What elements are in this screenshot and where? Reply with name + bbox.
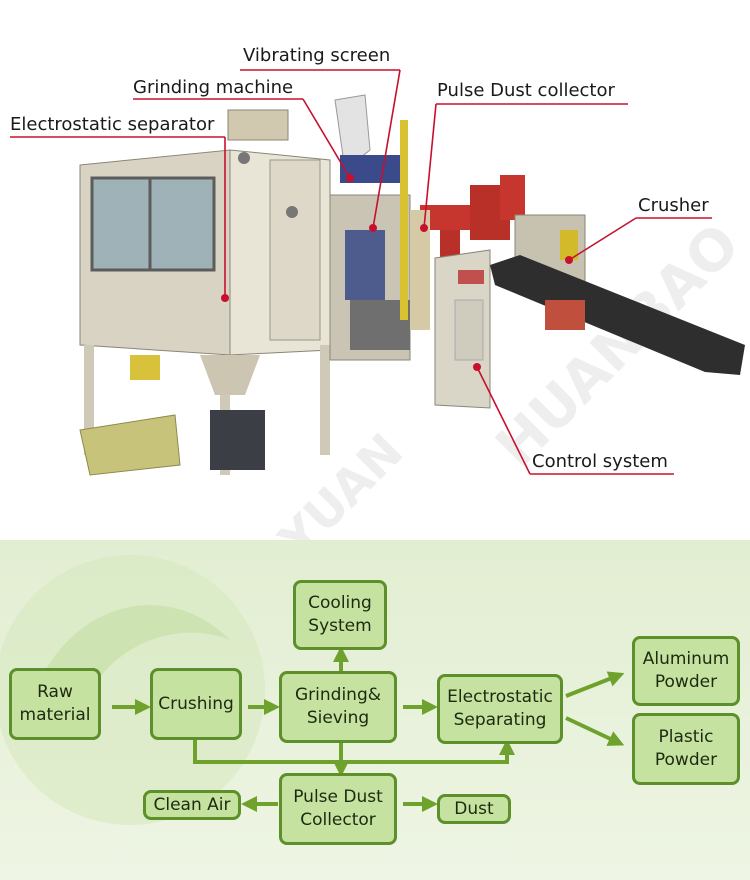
flow-box-plastic-powder: Plastic Powder bbox=[632, 713, 740, 785]
callout-control-system: Control system bbox=[532, 451, 668, 472]
callout-vibrating-screen: Vibrating screen bbox=[243, 45, 391, 66]
machine-illustration: HUANBAO YUAN bbox=[10, 69, 750, 569]
grinding-machine bbox=[329, 94, 411, 361]
callout-dots bbox=[221, 174, 573, 371]
flow-box-aluminum-powder: Aluminum Powder bbox=[632, 636, 740, 706]
callout-grinding-machine: Grinding machine bbox=[133, 77, 294, 98]
machine-photo: HUANBAO YUAN bbox=[10, 45, 750, 570]
flow-box-clean-air: Clean Air bbox=[143, 790, 241, 820]
callout-electrostatic-separator: Electrostatic separator bbox=[10, 114, 215, 135]
callout-pulse-dust-collector: Pulse Dust collector bbox=[437, 80, 615, 101]
flow-box-crushing: Crushing bbox=[150, 668, 242, 740]
svg-text:YUAN: YUAN bbox=[268, 423, 414, 540]
crusher-machine bbox=[490, 214, 745, 375]
pulse-dust-collector-machine bbox=[410, 175, 525, 330]
electrostatic-separator-machine bbox=[79, 109, 331, 476]
flow-box-dust: Dust bbox=[437, 794, 511, 824]
control-system-cabinet bbox=[434, 249, 491, 409]
callout-crusher: Crusher bbox=[638, 195, 709, 216]
flow-box-grinding-sieving: Grinding& Sieving bbox=[279, 671, 397, 743]
process-flow-diagram: Raw material Crushing Grinding& Sieving … bbox=[0, 540, 750, 880]
flow-box-electrostatic-separating: Electrostatic Separating bbox=[437, 674, 563, 744]
flow-box-pulse-dust-collector: Pulse Dust Collector bbox=[279, 773, 397, 845]
flow-box-cooling-system: Cooling System bbox=[293, 580, 387, 650]
flow-arrows bbox=[112, 646, 625, 812]
flow-box-raw-material: Raw material bbox=[9, 668, 101, 740]
callout-lines bbox=[10, 69, 712, 475]
